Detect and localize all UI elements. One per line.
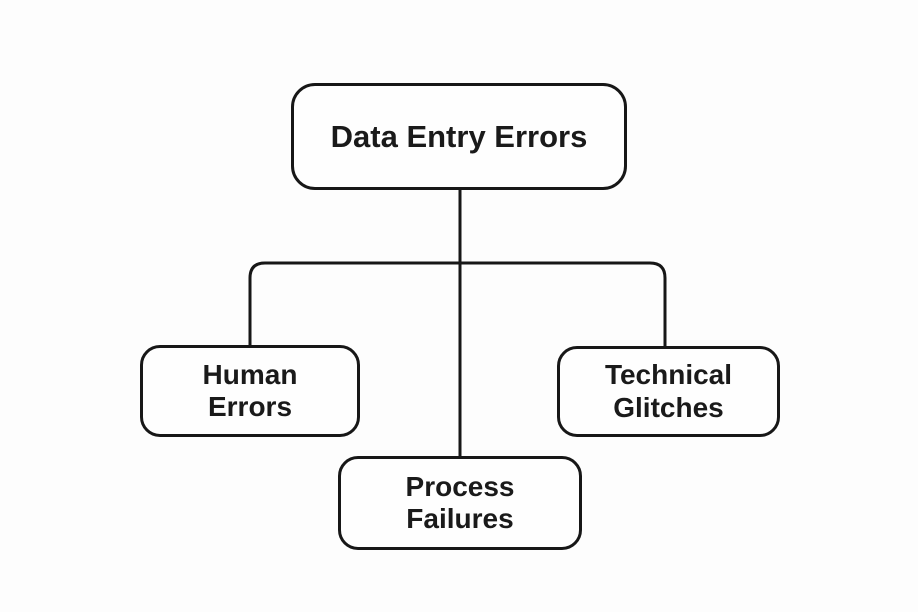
node-technical-glitches: Technical Glitches: [557, 346, 780, 437]
node-data-entry-errors: Data Entry Errors: [291, 83, 627, 190]
node-label-process-failures: Process Failures: [405, 470, 515, 534]
node-label-technical-glitches: Technical Glitches: [604, 359, 733, 423]
node-human-errors: Human Errors: [140, 345, 360, 437]
connector-branch-right: [460, 261, 667, 346]
node-label-data-entry-errors: Data Entry Errors: [330, 118, 588, 154]
node-process-failures: Process Failures: [338, 456, 582, 550]
connector-branch-left: [248, 261, 460, 345]
node-label-human-errors: Human Errors: [202, 358, 298, 422]
